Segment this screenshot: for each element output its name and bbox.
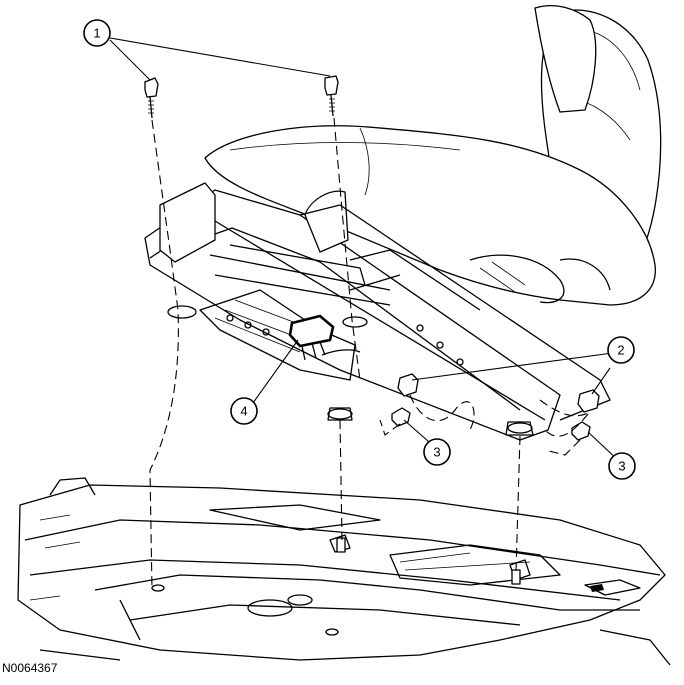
figure-id-label: N0064367 xyxy=(2,661,58,675)
nut-right xyxy=(571,421,591,441)
bolt-right xyxy=(324,75,339,117)
callout-label: 1 xyxy=(93,26,100,41)
seat-cushion xyxy=(204,125,656,306)
seat-track-frame xyxy=(144,182,611,441)
callout-4: 4 xyxy=(230,397,258,425)
callout-3-left: 3 xyxy=(423,438,451,466)
callout-label: 3 xyxy=(433,445,440,460)
callout-label: 4 xyxy=(240,404,247,419)
alignment-lines xyxy=(149,117,591,591)
callout-label: 2 xyxy=(617,343,624,358)
callout-label: 3 xyxy=(618,459,625,474)
bolt-left xyxy=(144,77,159,119)
floor-pan xyxy=(17,477,671,666)
bumper-left xyxy=(397,373,419,397)
callout-2: 2 xyxy=(607,336,635,364)
component-4-connector xyxy=(288,314,361,361)
bumper-right xyxy=(577,389,600,413)
callout-3-right: 3 xyxy=(608,452,636,480)
callout-1: 1 xyxy=(83,19,111,47)
